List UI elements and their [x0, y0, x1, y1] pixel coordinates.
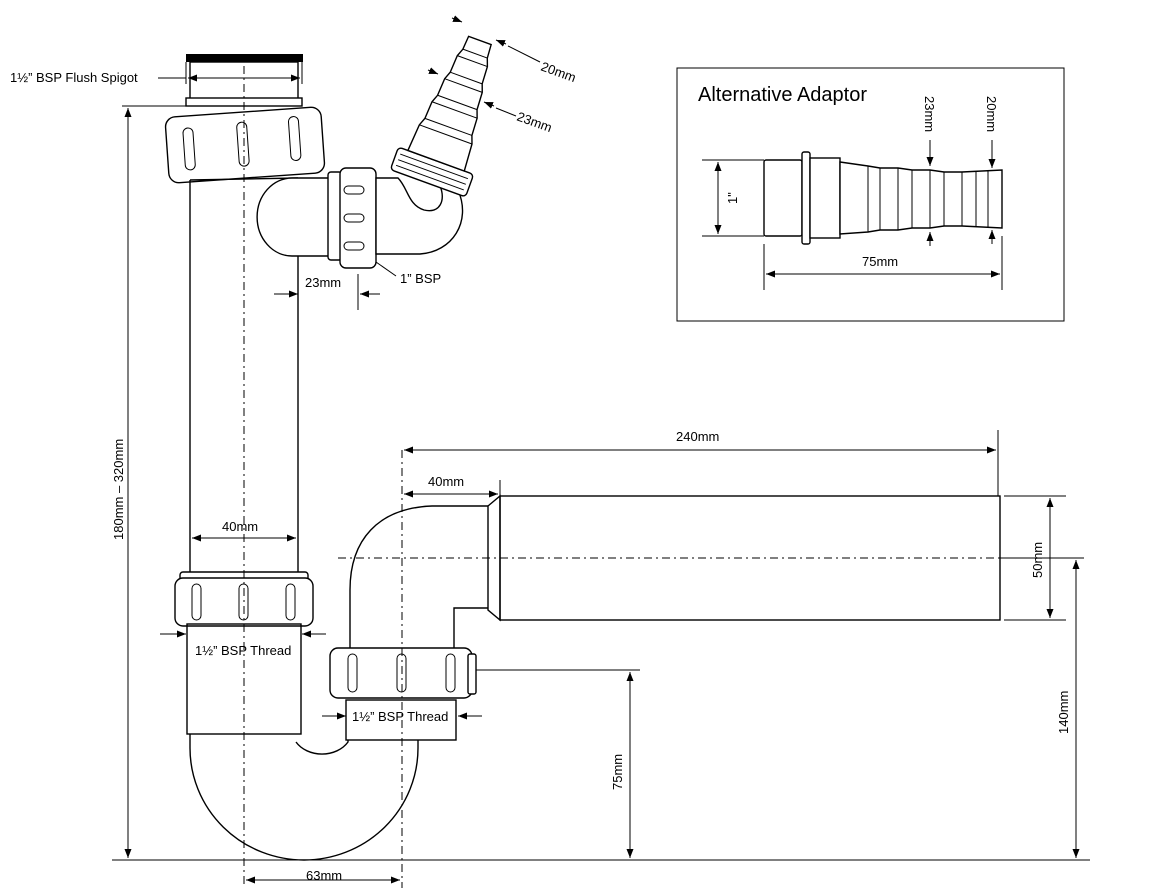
return-bend-inner [453, 607, 490, 648]
flush-spigot-label: 1½” BSP Flush Spigot [10, 70, 138, 85]
adaptor-title: Alternative Adaptor [698, 84, 867, 106]
outlet-dia-label: 50mm [1030, 542, 1045, 578]
inlet-bsp-label: 1” BSP [400, 271, 441, 286]
pipe-width-label: 40mm [222, 519, 258, 534]
right-thread-body [345, 699, 457, 741]
centre-spacing-label: 63mm [306, 868, 342, 883]
outlet-offset-label: 40mm [428, 474, 464, 489]
right-compression-nut [329, 647, 477, 699]
adaptor-23-label: 23mm [922, 96, 937, 132]
flush-spigot-plate [186, 54, 303, 62]
hose-23-label: 23mm [515, 109, 554, 135]
thread-left-label: 1½” BSP Thread [195, 643, 291, 658]
thread-right-label: 1½” BSP Thread [352, 709, 448, 724]
alternative-adaptor-panel: Alternative Adaptor 1" 23mm 20mm [676, 67, 1065, 322]
outlet-length-label: 240mm [676, 429, 719, 444]
dimensions: 1½” BSP Flush Spigot 20mm 23mm 23mm 1” B… [10, 15, 1090, 884]
left-compression-nut [174, 571, 314, 627]
return-bend-outer [349, 505, 490, 648]
branch-elbow [375, 177, 464, 255]
inlet-23-label: 23mm [305, 275, 341, 290]
hose-20-label: 20mm [539, 59, 578, 85]
centre-lines [243, 66, 1000, 888]
outlet-height-label: 140mm [1056, 691, 1071, 734]
side-branch-dome [256, 177, 331, 257]
adaptor-thread-label: 1" [725, 192, 740, 204]
seal-depth-label: 75mm [610, 754, 625, 790]
upper-compression-nut [164, 106, 326, 184]
hose-tail [390, 35, 493, 197]
adaptor-20-label: 20mm [984, 96, 999, 132]
u-bend-inner [295, 740, 349, 755]
side-compression-nut [327, 167, 377, 269]
adaptor-drawing [763, 151, 1003, 245]
adaptor-frame [676, 67, 1065, 322]
u-bend-outer [189, 734, 419, 861]
trap-assembly [164, 35, 1001, 861]
adaptor-length-label: 75mm [862, 254, 898, 269]
overall-height-label: 180mm – 320mm [111, 439, 126, 540]
